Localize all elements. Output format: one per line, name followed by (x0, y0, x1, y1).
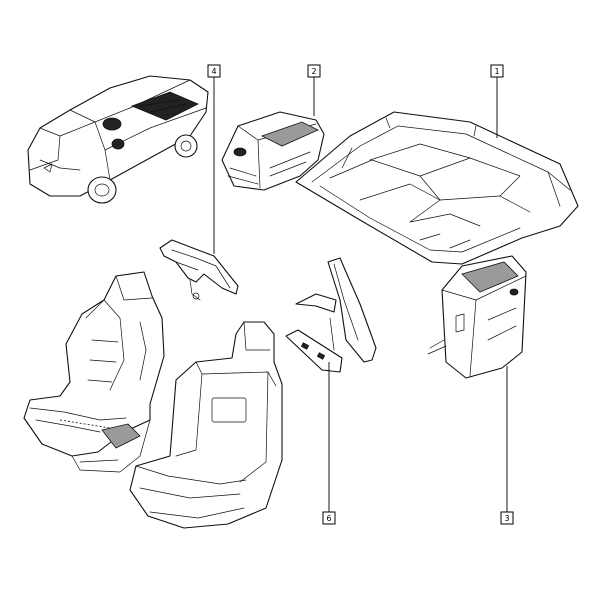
parcel-tray-illustration (295, 111, 579, 265)
callout-1-label: 1 (494, 67, 499, 76)
coat-hanger-illustration (159, 239, 239, 301)
console-illustration (221, 111, 325, 191)
callout-3-label: 3 (504, 514, 509, 523)
rear-seat-illustration (129, 321, 283, 529)
callout-2: 2 (307, 64, 321, 78)
leader-lines (213, 77, 508, 512)
seat-back-accessory-illustration (285, 257, 377, 373)
callout-1: 1 (490, 64, 504, 78)
car-illustration (27, 75, 209, 204)
callout-4: 4 (207, 64, 221, 78)
callout-6: 6 (322, 511, 336, 525)
callout-2-label: 2 (311, 67, 316, 76)
callout-6-label: 6 (326, 514, 331, 523)
callout-3: 3 (500, 511, 514, 525)
cool-box-illustration (427, 255, 527, 379)
front-seat-illustration (23, 271, 165, 473)
callout-4-label: 4 (211, 67, 216, 76)
